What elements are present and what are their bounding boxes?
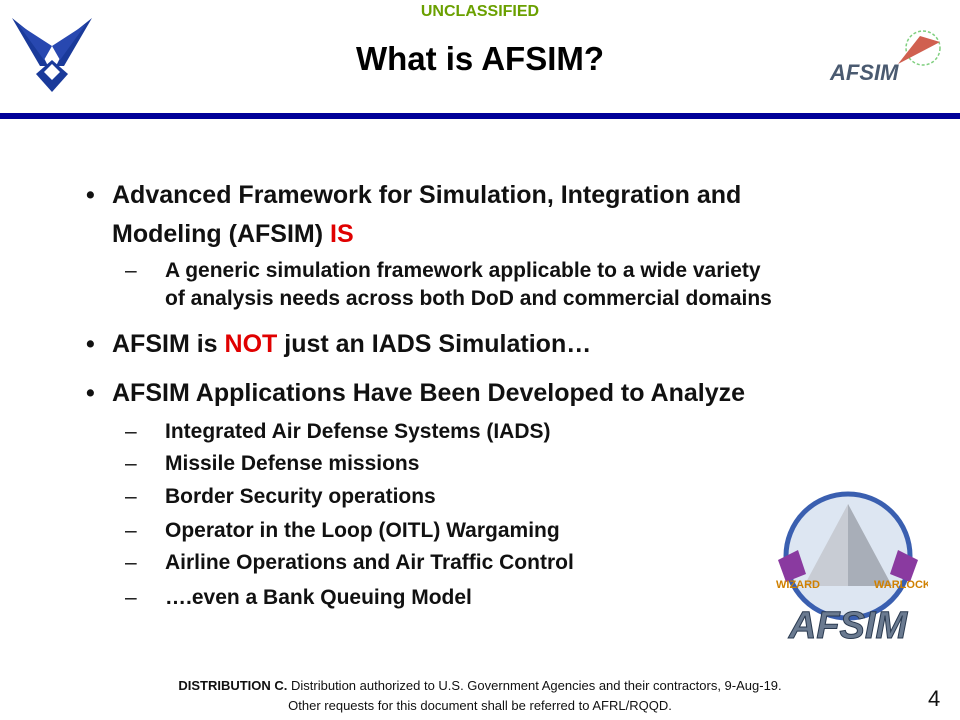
afsim-emblem: WIZARD WARLOCK AFSIM (776, 491, 928, 646)
bullet-applications: • AFSIM Applications Have Been Developed… (86, 379, 746, 407)
distribution-statement: DISTRIBUTION C. Distribution authorized … (178, 678, 782, 713)
list-item: –Airline Operations and Air Traffic Cont… (125, 551, 574, 574)
page-number: 4 (928, 686, 941, 711)
bullet-afsim-definition: • Advanced Framework for Simulation, Int… (86, 181, 742, 248)
list-item: –Missile Defense missions (125, 452, 420, 475)
header-divider (0, 113, 960, 119)
sub-bullet-generic-framework: – A generic simulation framework applica… (125, 259, 772, 310)
air-force-logo (12, 18, 92, 92)
svg-text:AFSIM: AFSIM (829, 60, 899, 85)
list-item: –Operator in the Loop (OITL) Wargaming (125, 519, 560, 542)
list-item: –Integrated Air Defense Systems (IADS) (125, 420, 551, 443)
bullet-not-iads: • AFSIM is NOT just an IADS Simulation… (86, 330, 592, 358)
classification-label: UNCLASSIFIED (420, 3, 540, 20)
list-item: –Border Security operations (125, 485, 436, 508)
svg-text:WARLOCK: WARLOCK (874, 579, 928, 591)
list-item: –….even a Bank Queuing Model (125, 586, 472, 609)
page-title: What is AFSIM? (355, 40, 605, 77)
afsim-logo: AFSIM (829, 30, 941, 85)
svg-text:WIZARD: WIZARD (776, 579, 820, 591)
svg-text:AFSIM: AFSIM (788, 605, 909, 646)
